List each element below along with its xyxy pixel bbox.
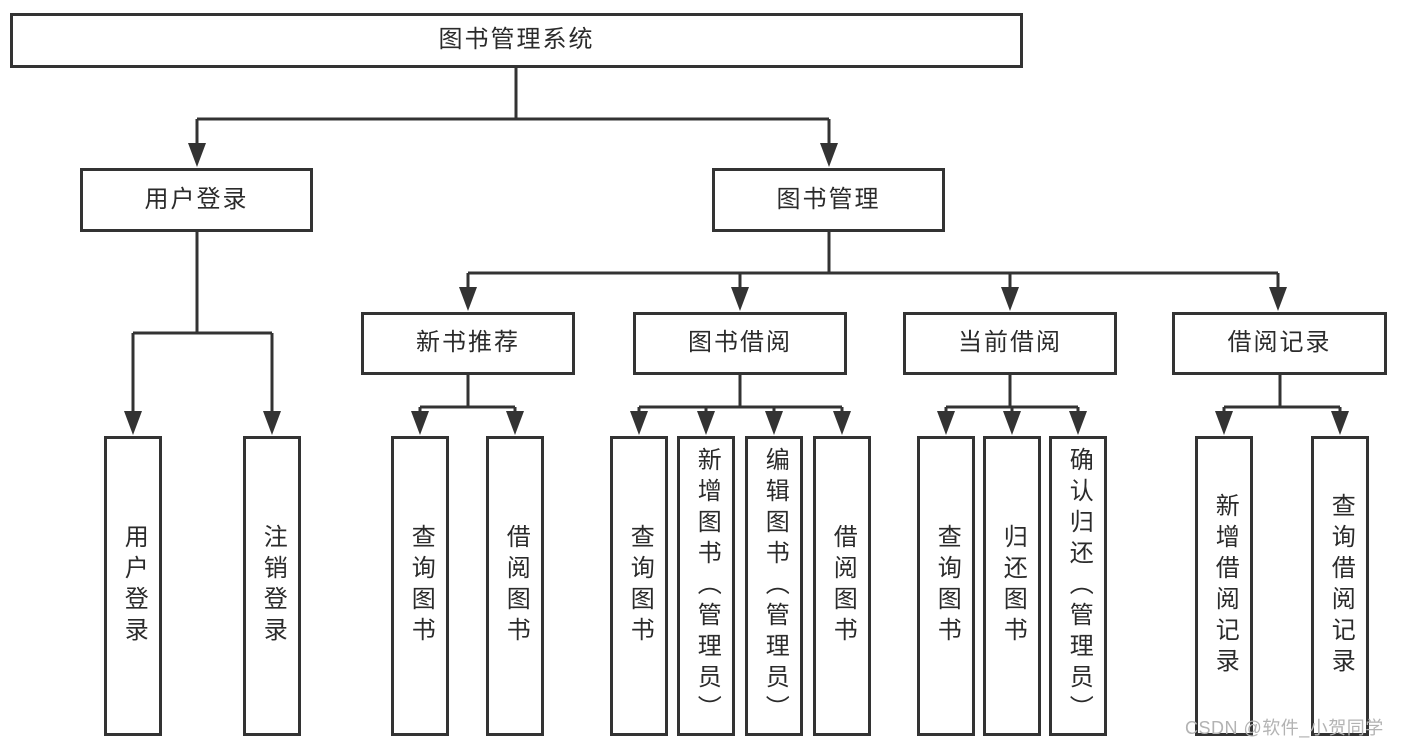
connector-lines — [131, 68, 1342, 414]
leaf-add-borrow-record-label: 新增借阅记录 — [1211, 493, 1239, 679]
node-book-borrow-label: 图书借阅 — [688, 329, 792, 357]
leaf-query-books-1-label: 查询图书 — [407, 524, 435, 648]
node-root: 图书管理系统 — [10, 13, 1023, 68]
leaf-edit-book-admin-label: 编辑图书（管理员） — [761, 446, 789, 726]
leaf-add-borrow-record: 新增借阅记录 — [1195, 436, 1253, 736]
leaf-query-borrow-record-label: 查询借阅记录 — [1327, 493, 1355, 679]
node-current-borrow-label: 当前借阅 — [958, 329, 1062, 357]
leaf-confirm-return-admin-label: 确认归还（管理员） — [1065, 446, 1093, 726]
node-new-book-recommend-label: 新书推荐 — [416, 329, 520, 357]
csdn-watermark: CSDN @软件_小贺同学 — [1185, 718, 1384, 738]
leaf-add-book-admin-label: 新增图书（管理员） — [693, 446, 721, 726]
leaf-query-books-3-label: 查询图书 — [933, 524, 961, 648]
node-borrow-records: 借阅记录 — [1172, 312, 1387, 375]
node-book-management: 图书管理 — [712, 168, 945, 232]
leaf-borrow-books-1: 借阅图书 — [486, 436, 544, 736]
leaf-query-books-2: 查询图书 — [610, 436, 668, 736]
node-user-login: 用户登录 — [80, 168, 313, 232]
leaf-edit-book-admin: 编辑图书（管理员） — [745, 436, 803, 736]
node-current-borrow: 当前借阅 — [903, 312, 1117, 375]
leaf-add-book-admin: 新增图书（管理员） — [677, 436, 735, 736]
leaf-logout-label: 注销登录 — [259, 524, 287, 648]
node-book-management-label: 图书管理 — [776, 185, 881, 213]
leaf-logout: 注销登录 — [243, 436, 301, 736]
node-book-borrow: 图书借阅 — [633, 312, 847, 375]
leaf-user-login: 用户登录 — [104, 436, 162, 736]
leaf-borrow-books-2: 借阅图书 — [813, 436, 871, 736]
node-borrow-records-label: 借阅记录 — [1227, 329, 1332, 357]
leaf-borrow-books-2-label: 借阅图书 — [829, 524, 857, 648]
leaf-confirm-return-admin: 确认归还（管理员） — [1049, 436, 1107, 736]
node-new-book-recommend: 新书推荐 — [361, 312, 575, 375]
leaf-query-borrow-record: 查询借阅记录 — [1311, 436, 1369, 736]
leaf-query-books-1: 查询图书 — [391, 436, 449, 736]
leaf-query-books-2-label: 查询图书 — [626, 524, 654, 648]
leaf-return-book: 归还图书 — [983, 436, 1041, 736]
leaf-user-login-label: 用户登录 — [120, 524, 148, 648]
leaf-query-books-3: 查询图书 — [917, 436, 975, 736]
leaf-return-book-label: 归还图书 — [999, 524, 1027, 648]
leaf-borrow-books-1-label: 借阅图书 — [502, 524, 530, 648]
arrowheads — [124, 143, 1349, 435]
node-user-login-label: 用户登录 — [144, 185, 249, 213]
node-root-label: 图书管理系统 — [438, 26, 595, 54]
